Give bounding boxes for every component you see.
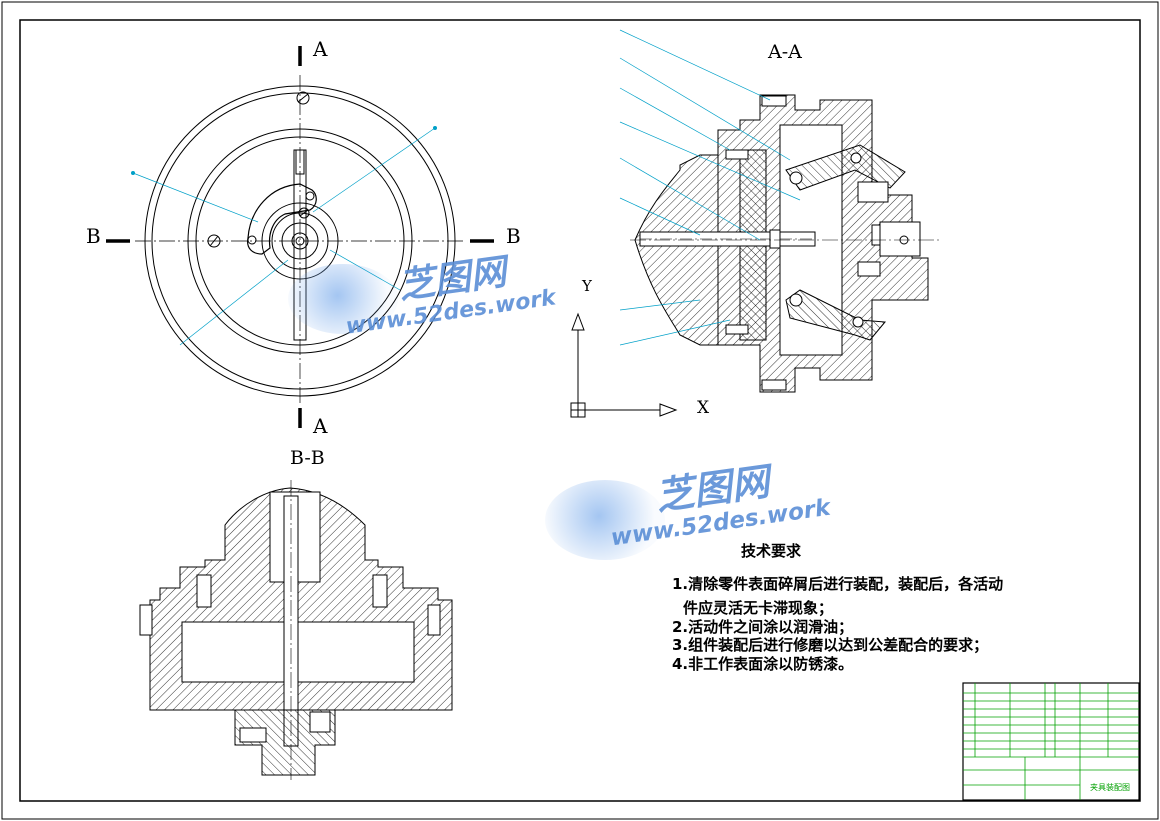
section-bb-title: B-B	[290, 447, 325, 469]
tech-requirement-3: 3.组件装配后进行修磨以达到公差配合的要求；	[672, 636, 989, 654]
section-bb	[139, 480, 453, 780]
tech-requirement-2: 2.活动件之间涂以润滑油；	[672, 618, 854, 636]
section-aa	[619, 29, 940, 393]
section-aa-title: A-A	[768, 41, 802, 63]
section-label-a-bottom: A	[313, 414, 328, 438]
axis-x-label: X	[697, 398, 710, 418]
inner-frame	[19, 19, 1141, 802]
tech-requirement-1-cont: 件应灵活无卡滞现象；	[683, 599, 834, 617]
title-block: 夹具装配图	[962, 682, 1140, 801]
section-label-b-right: B	[506, 224, 521, 248]
title-block-name: 夹具装配图	[1090, 782, 1130, 792]
ucs-icon	[570, 312, 678, 418]
watermark-logo-2	[545, 480, 665, 560]
watermark-logo-1	[288, 264, 398, 334]
tech-requirements-title: 技术要求	[741, 542, 802, 560]
tech-requirement-1: 1.清除零件表面碎屑后进行装配，装配后，各活动	[672, 575, 1004, 593]
tech-requirement-4: 4.非工作表面涂以防锈漆。	[672, 655, 854, 673]
section-label-b-left: B	[86, 224, 101, 248]
axis-y-label: Y	[582, 277, 592, 295]
plan-view	[106, 46, 494, 428]
section-label-a-top: A	[313, 37, 328, 61]
